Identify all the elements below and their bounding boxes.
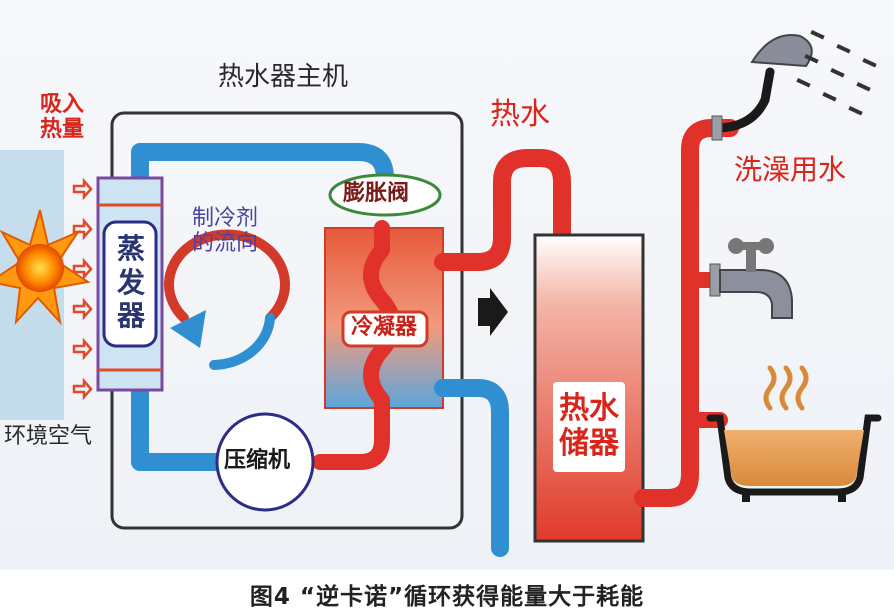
heat-pump-diagram: 热水器主机 吸入 热量 环境空气 蒸 发 器 制冷剂 的流向 膨胀阀 冷凝器 压…	[0, 0, 894, 570]
bath-water-label: 洗澡用水	[734, 153, 847, 186]
hot-water-pipe	[434, 149, 571, 271]
refrigerant-flow-label: 制冷剂 的流向	[192, 206, 259, 257]
hot-water-tank-label: 热水 储器	[559, 391, 619, 461]
absorb-heat-label: 吸入 热量	[40, 92, 85, 143]
compressor-circle	[215, 412, 315, 512]
condenser-coil	[312, 220, 401, 470]
figure-caption: 图4 “逆卡诺”循环获得能量大于耗能	[249, 584, 645, 610]
bathtub-icon	[706, 414, 882, 502]
flow-arrow-icon	[164, 229, 290, 370]
expansion-valve-ellipse	[328, 173, 442, 217]
heat-input-arrows	[72, 177, 93, 401]
host-unit-label: 热水器主机	[218, 62, 349, 92]
heat-transfer-arrow	[478, 288, 508, 336]
cold-water-pipe	[434, 379, 509, 557]
sun-icon	[0, 209, 91, 326]
hot-water-label: 热水	[490, 97, 550, 132]
steam-icon	[763, 365, 809, 411]
evaporator-label: 蒸 发 器	[116, 232, 145, 333]
supply-pipe	[634, 119, 739, 507]
diagram-graphics	[0, 29, 882, 557]
condenser-label: 冷凝器	[351, 315, 418, 340]
refrigerant-loop-bottom	[131, 431, 241, 471]
shower-head-icon	[711, 34, 813, 141]
water-spray	[796, 29, 877, 116]
evaporator-label-box	[102, 220, 158, 348]
condenser-label-box	[341, 310, 429, 348]
ambient-air-label: 环境空气	[4, 424, 93, 449]
expansion-valve-label: 膨胀阀	[343, 181, 410, 206]
compressor-label: 压缩机	[224, 448, 291, 473]
tank-label-box	[553, 382, 625, 472]
faucet-icon	[709, 238, 793, 319]
